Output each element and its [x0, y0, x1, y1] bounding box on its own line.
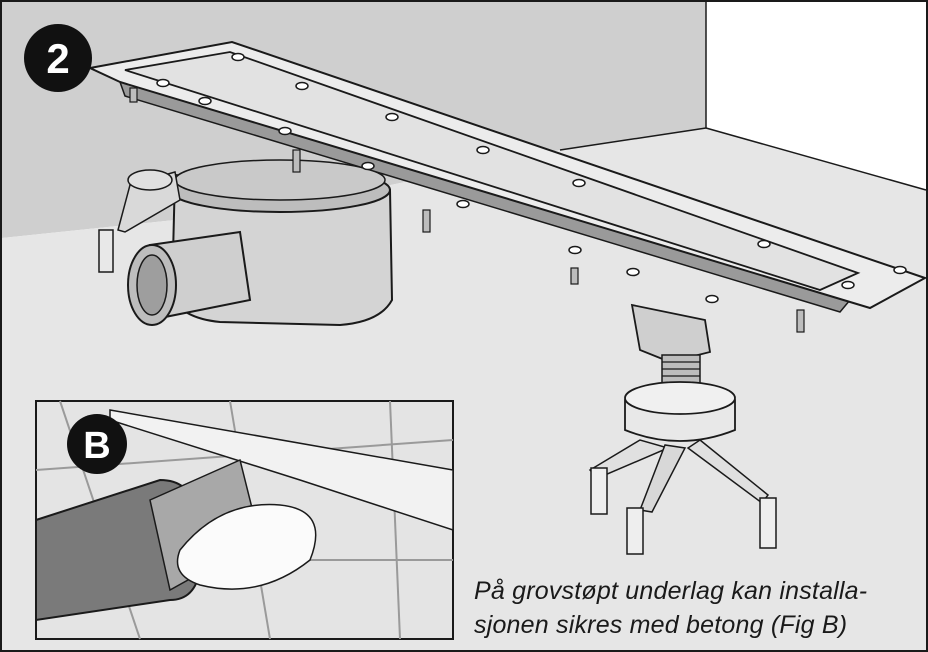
caption-line-2: sjonen sikres med betong (Fig B) [474, 611, 848, 639]
inset-badge: B [67, 414, 127, 474]
caption-line-1: På grovstøpt underlag kan installa- [474, 577, 868, 605]
adjustable-foot [588, 303, 777, 555]
caption: På grovstøpt underlag kan installa- sjon… [474, 574, 914, 642]
drain-trap [98, 159, 394, 327]
step-badge: 2 [24, 24, 92, 92]
step-badge-label: 2 [46, 35, 69, 82]
drain-channel [86, 40, 928, 333]
inset-badge-label: B [83, 425, 110, 467]
